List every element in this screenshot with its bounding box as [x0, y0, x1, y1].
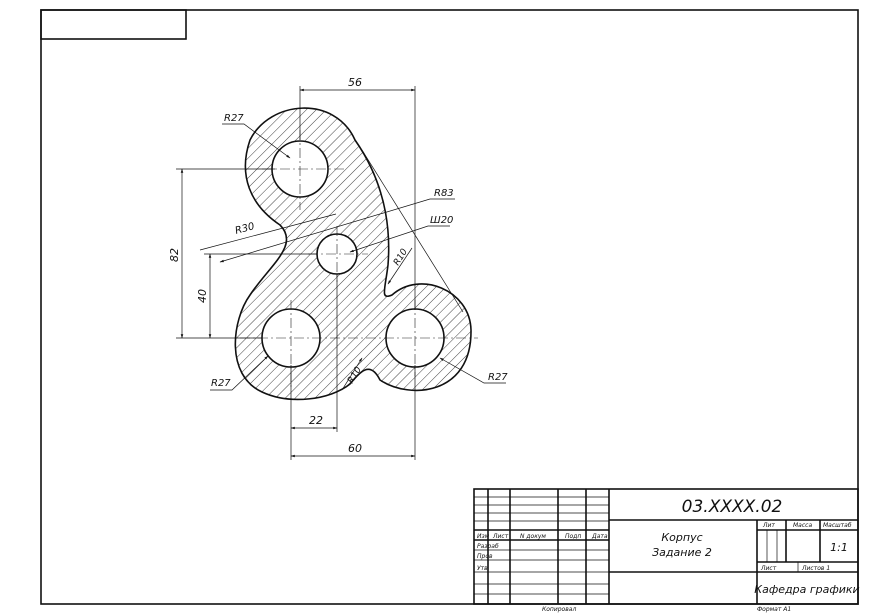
row-prov: Пров: [477, 553, 493, 560]
col-podp: Подп: [565, 533, 581, 540]
dim-40-text: 40: [196, 289, 209, 303]
copied-label: Копировал: [542, 606, 576, 613]
dim-82-text: 82: [168, 248, 181, 262]
dim-22: 22: [290, 274, 338, 460]
leader-r83: R83: [219, 188, 455, 263]
sheet-label: Лист: [760, 565, 777, 572]
leader-r30: R30: [199, 213, 337, 251]
col-ndoc: N докум: [520, 533, 546, 540]
row-razrab: Разраб: [477, 543, 499, 550]
lit-label: Лит: [762, 522, 775, 529]
r27-right-text: R27: [488, 372, 508, 383]
dim-56-text: 56: [348, 76, 362, 89]
dim-40: 40: [196, 253, 317, 339]
r83-text: R83: [434, 188, 454, 199]
scale-label: Масштаб: [823, 522, 852, 529]
title-block: 03.XXXX.02 Корпус Задание 2 Изм Лист N д…: [473, 488, 860, 605]
dia20-text: Ш20: [430, 215, 453, 226]
r10-right-text: R10: [392, 247, 410, 268]
r27-left-text: R27: [211, 378, 231, 389]
col-izm: Изм: [477, 533, 490, 540]
row-utv: Утв: [477, 565, 488, 572]
dim-60-text: 60: [348, 442, 362, 455]
top-left-stamp: [40, 9, 187, 40]
leader-r27-right: R27: [439, 357, 508, 384]
leader-r27-top: R27: [222, 113, 291, 159]
leader-r27-left: R27: [210, 355, 269, 391]
center-lines: [240, 130, 478, 390]
leader-r10-right: R10: [387, 247, 413, 285]
r27-top-text: R27: [224, 113, 244, 124]
col-list: Лист: [492, 533, 509, 540]
dim-22-text: 22: [309, 414, 323, 427]
dim-56: 56: [299, 76, 416, 310]
r30-text: R30: [234, 221, 256, 237]
dim-82: 82: [168, 168, 275, 339]
assignment-name: Задание 2: [652, 546, 712, 559]
scale-value: 1:1: [830, 541, 848, 554]
col-data: Дата: [591, 533, 608, 540]
designation: 03.XXXX.02: [682, 497, 783, 517]
organization: Кафедра графики: [754, 583, 859, 596]
leader-dia20: Ш20: [349, 215, 453, 253]
drawing-frame: [40, 9, 859, 605]
dim-60: 60: [290, 365, 416, 460]
format-label: Формат А1: [757, 606, 791, 613]
massa-label: Масса: [793, 522, 812, 529]
sheets-label: Листов 1: [801, 565, 830, 572]
part-name: Корпус: [661, 531, 702, 544]
